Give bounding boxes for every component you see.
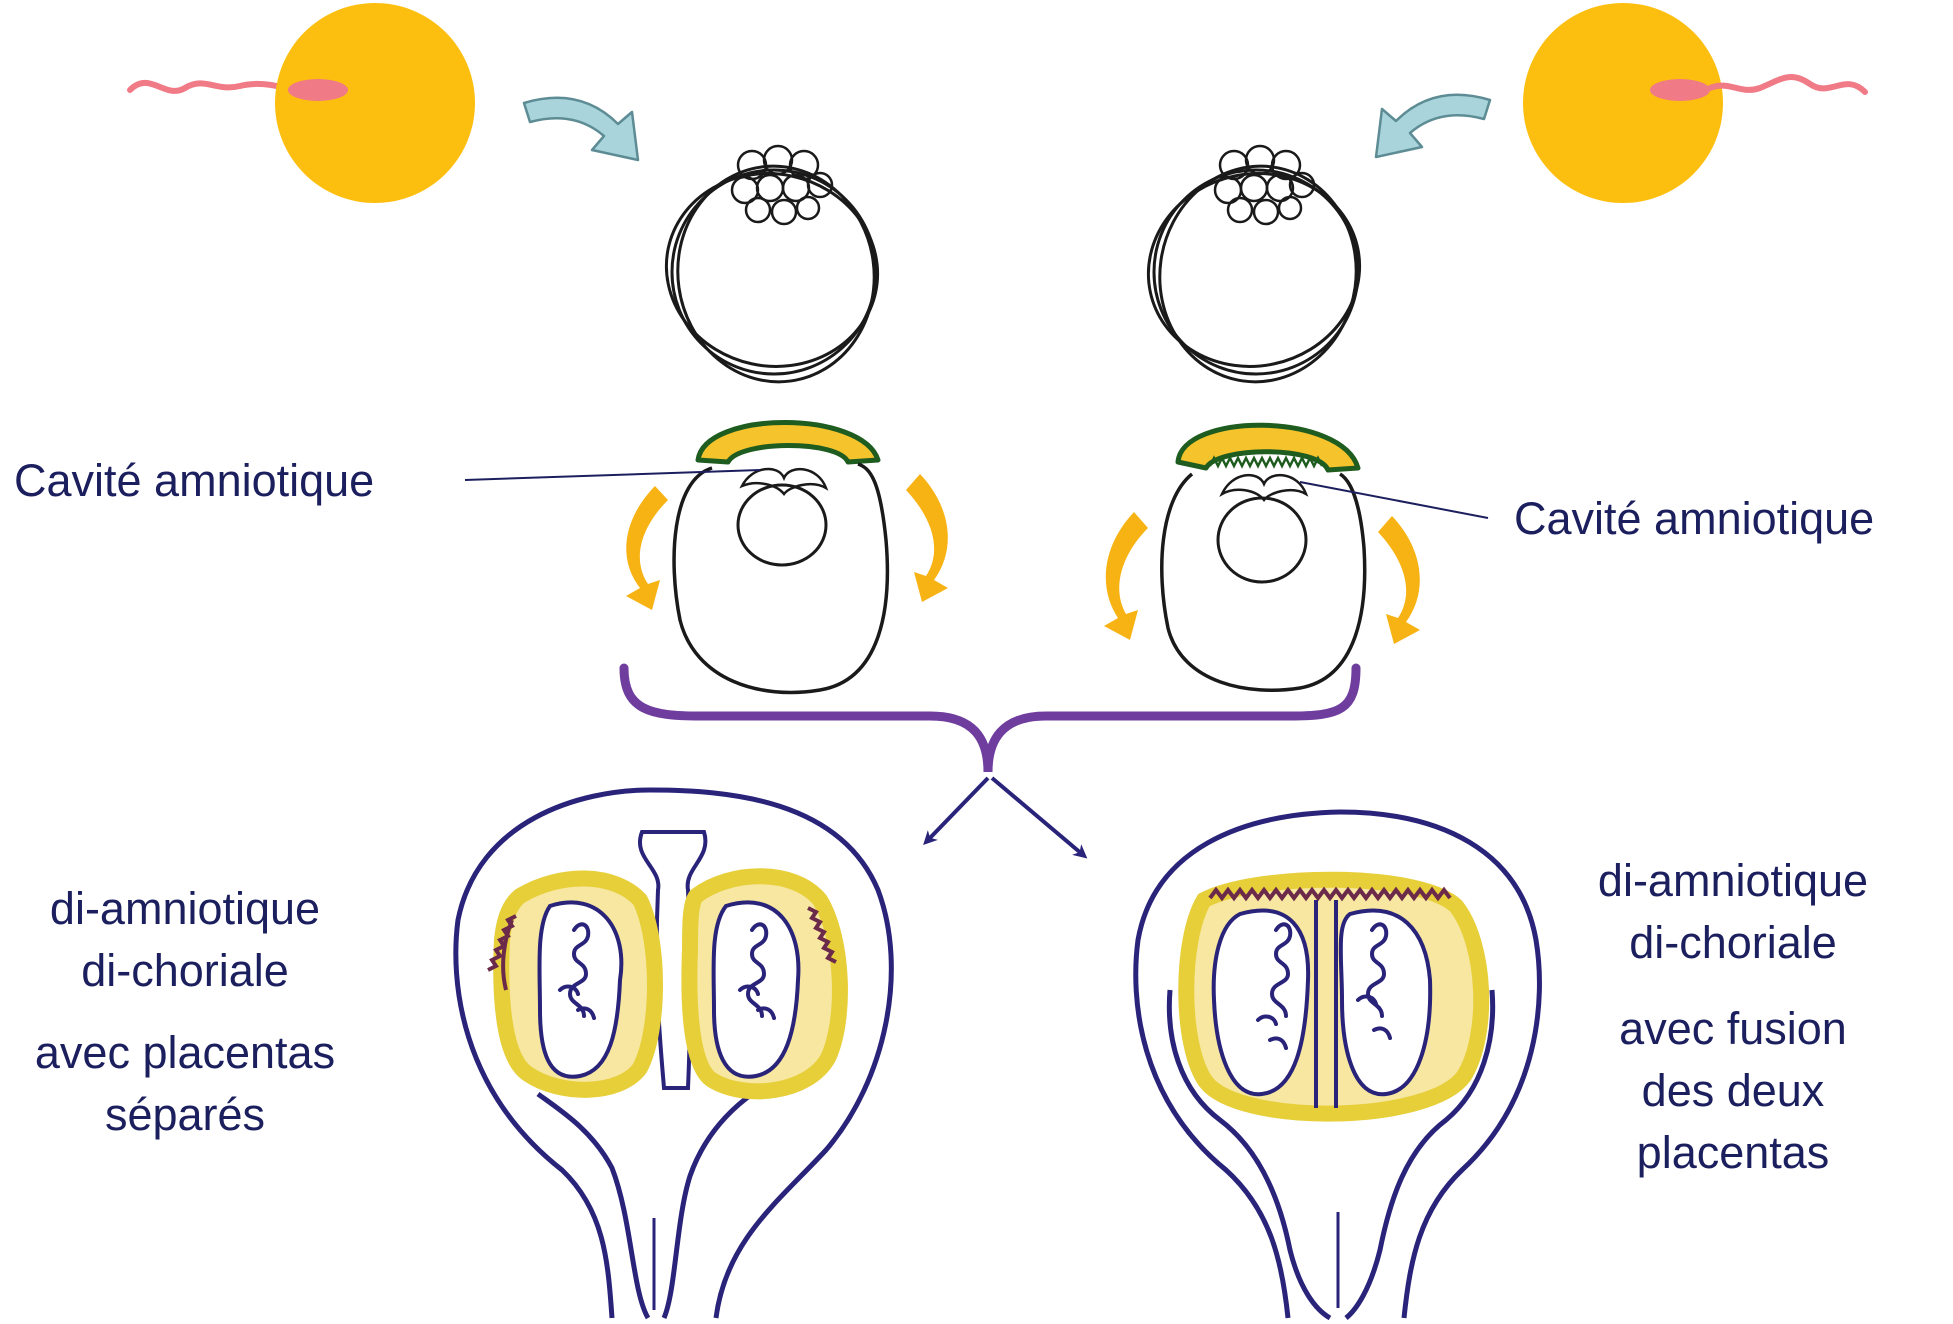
left-yolk-sac bbox=[738, 485, 826, 565]
left-orange-arrow-left-icon bbox=[626, 486, 668, 610]
right-description-line-3: avec fusion bbox=[1548, 998, 1918, 1060]
left-description-line-3: avec placentas bbox=[0, 1022, 370, 1084]
left-cavity-label: Cavité amniotique bbox=[14, 458, 374, 503]
right-amniotic-cavity bbox=[1222, 475, 1306, 500]
right-sperm-tail bbox=[1710, 77, 1865, 92]
left-trophoblast-cap bbox=[698, 423, 878, 463]
right-cavity-label: Cavité amniotique bbox=[1514, 496, 1874, 541]
right-blastocyst bbox=[1130, 146, 1377, 395]
left-embryo-outline bbox=[674, 464, 887, 692]
left-sperm-head bbox=[288, 79, 348, 101]
right-egg-icon bbox=[1523, 3, 1723, 203]
right-description-line-4: des deux bbox=[1548, 1060, 1918, 1122]
purple-brace bbox=[624, 668, 1356, 772]
left-description: di-amniotique di-choriale avec placentas… bbox=[0, 878, 370, 1146]
left-zygote bbox=[130, 3, 475, 203]
left-sperm-tail bbox=[130, 83, 285, 91]
right-chorionic-villi bbox=[1210, 458, 1322, 466]
brace-arrow-right-icon bbox=[992, 778, 1082, 854]
left-amniotic-cavity bbox=[742, 469, 826, 494]
right-zygote bbox=[1523, 3, 1865, 203]
left-description-line-1: di-amniotique bbox=[0, 878, 370, 940]
right-embryo bbox=[1104, 425, 1420, 690]
left-egg-icon bbox=[275, 3, 475, 203]
right-inner-cell-mass bbox=[1215, 146, 1314, 224]
left-uterus bbox=[456, 790, 891, 1318]
left-description-line-2: di-choriale bbox=[0, 940, 370, 1002]
right-cavity-callout-line bbox=[1300, 482, 1488, 518]
right-uterus-left-amnion bbox=[1214, 911, 1308, 1095]
left-uterus-inner-wall bbox=[538, 1094, 752, 1318]
left-twin-amnion bbox=[539, 902, 621, 1076]
right-description-line-5: placentas bbox=[1548, 1122, 1918, 1184]
right-uterus bbox=[1136, 812, 1540, 1318]
right-description: di-amniotique di-choriale avec fusion de… bbox=[1548, 850, 1918, 1184]
left-description-line-4: séparés bbox=[0, 1084, 370, 1146]
left-orange-arrow-right-icon bbox=[906, 474, 948, 602]
right-orange-arrow-left-icon bbox=[1104, 512, 1148, 640]
left-blastocyst bbox=[648, 146, 895, 395]
brace-arrow-left-icon bbox=[928, 778, 988, 840]
right-yolk-sac bbox=[1218, 498, 1306, 582]
right-orange-arrow-right-icon bbox=[1378, 516, 1420, 644]
right-sperm-head bbox=[1650, 79, 1710, 101]
left-cavity-callout-line bbox=[465, 470, 760, 480]
left-embryo bbox=[626, 423, 948, 693]
right-curved-arrow-icon bbox=[1376, 95, 1490, 157]
right-description-line-1: di-amniotique bbox=[1548, 850, 1918, 912]
right-description-line-2: di-choriale bbox=[1548, 912, 1918, 974]
left-curved-arrow-icon bbox=[524, 98, 638, 160]
